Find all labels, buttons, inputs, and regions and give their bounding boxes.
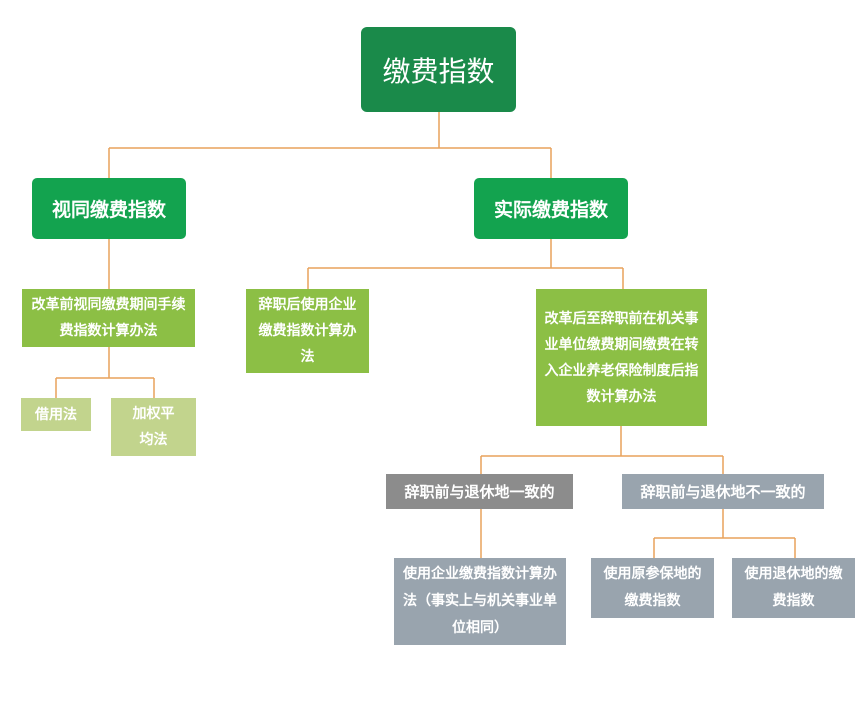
connector-actual — [307, 239, 624, 289]
connector-method — [55, 347, 155, 398]
retirement-location-leaf: 使用退休地的缴费指数 — [732, 558, 855, 618]
connector-different — [653, 509, 796, 558]
original-location-leaf: 使用原参保地的缴费指数 — [591, 558, 714, 618]
weighted-method-node: 加权平均法 — [111, 398, 196, 456]
pre-reform-method-node: 改革前视同缴费期间手续费指数计算办法 — [22, 289, 195, 347]
actual-index-node: 实际缴费指数 — [474, 178, 628, 239]
same-location-leaf: 使用企业缴费指数计算办法（事实上与机关事业单位相同） — [394, 558, 566, 645]
simulated-index-node: 视同缴费指数 — [32, 178, 186, 239]
different-location-node: 辞职前与退休地不一致的 — [622, 474, 824, 509]
connector-root — [108, 112, 552, 178]
borrow-method-node: 借用法 — [21, 398, 91, 431]
post-resign-method-node: 辞职后使用企业缴费指数计算办法 — [246, 289, 369, 373]
root-node: 缴费指数 — [361, 27, 516, 112]
connector-transfer — [480, 426, 724, 474]
transfer-method-node: 改革后至辞职前在机关事业单位缴费期间缴费在转入企业养老保险制度后指数计算办法 — [536, 289, 707, 426]
same-location-node: 辞职前与退休地一致的 — [386, 474, 573, 509]
